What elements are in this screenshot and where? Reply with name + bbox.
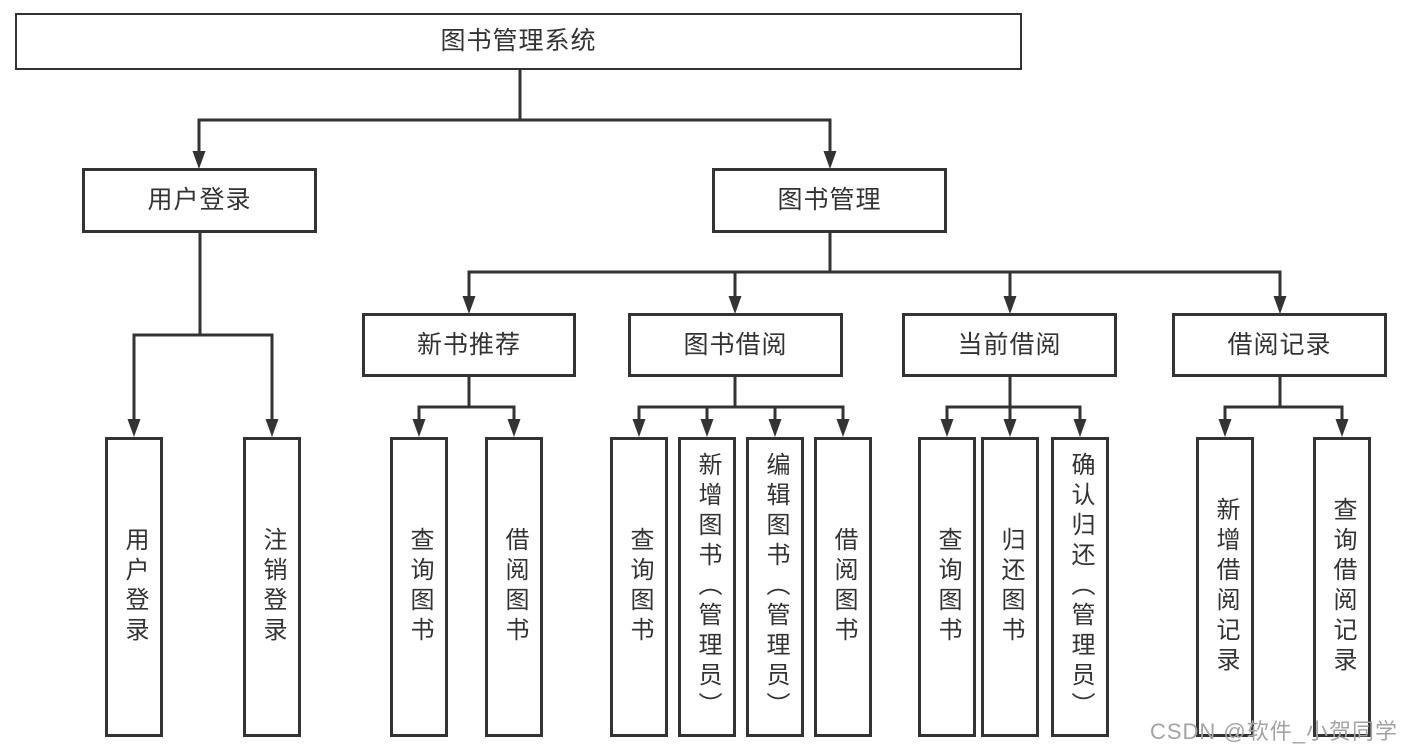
leaf-edit-books-admin: 编辑图书（管理员） [746,437,804,737]
leaf-query-books: 查询图书 [918,437,976,737]
leaf-user-login: 用户登录 [105,437,163,737]
node-book-borrow: 图书借阅 [628,313,843,377]
node-new-book-recommend: 新书推荐 [362,313,576,377]
node-label: 用户登录 [147,186,252,214]
leaf-query-books: 查询图书 [390,437,448,737]
leaf-add-borrow-record: 新增借阅记录 [1196,437,1254,737]
node-current-borrow: 当前借阅 [902,313,1117,377]
connector-group-new-book [412,377,521,437]
node-label: 新书推荐 [416,330,521,359]
connector-group-root [192,70,837,169]
node-label: 当前借阅 [957,330,1062,359]
node-label: 借阅图书 [501,527,528,647]
connector-group-book-borrow [632,377,850,437]
node-label: 注销登录 [259,527,286,647]
connector-group-book-management [462,233,1287,314]
node-label: 图书管理系统 [440,27,597,55]
leaf-confirm-return-admin: 确认归还（管理员） [1051,437,1109,737]
connector-group-user-login [127,232,279,437]
node-label: 图书借阅 [683,330,788,359]
leaf-query-books: 查询图书 [610,437,668,737]
node-label: 查询图书 [626,527,653,647]
leaf-borrow-books: 借阅图书 [485,437,543,737]
node-borrow-records: 借阅记录 [1172,313,1387,377]
node-user-login: 用户登录 [82,168,317,233]
node-label: 查询图书 [934,527,961,647]
node-label: 新增图书（管理员） [694,452,721,722]
node-label: 借阅记录 [1227,330,1332,359]
csdn-watermark: CSDN @软件_小贺同学 [1149,719,1398,744]
node-label: 用户登录 [121,527,148,647]
node-label: 归还图书 [997,527,1024,647]
connector-group-borrow-records [1218,377,1349,437]
leaf-borrow-books: 借阅图书 [814,437,872,737]
leaf-logout: 注销登录 [243,437,301,737]
node-book-management-system: 图书管理系统 [15,13,1022,70]
node-label: 图书管理 [777,186,882,214]
leaf-query-borrow-record: 查询借阅记录 [1313,437,1371,737]
node-label: 查询图书 [406,527,433,647]
leaf-add-books-admin: 新增图书（管理员） [678,437,736,737]
node-label: 新增借阅记录 [1212,497,1239,677]
node-label: 确认归还（管理员） [1067,452,1094,722]
node-label: 查询借阅记录 [1329,497,1356,677]
connector-group-current-borrow [940,377,1087,437]
leaf-return-books: 归还图书 [981,437,1039,737]
node-label: 借阅图书 [830,527,857,647]
node-label: 编辑图书（管理员） [762,452,789,722]
node-book-management: 图书管理 [712,168,947,233]
